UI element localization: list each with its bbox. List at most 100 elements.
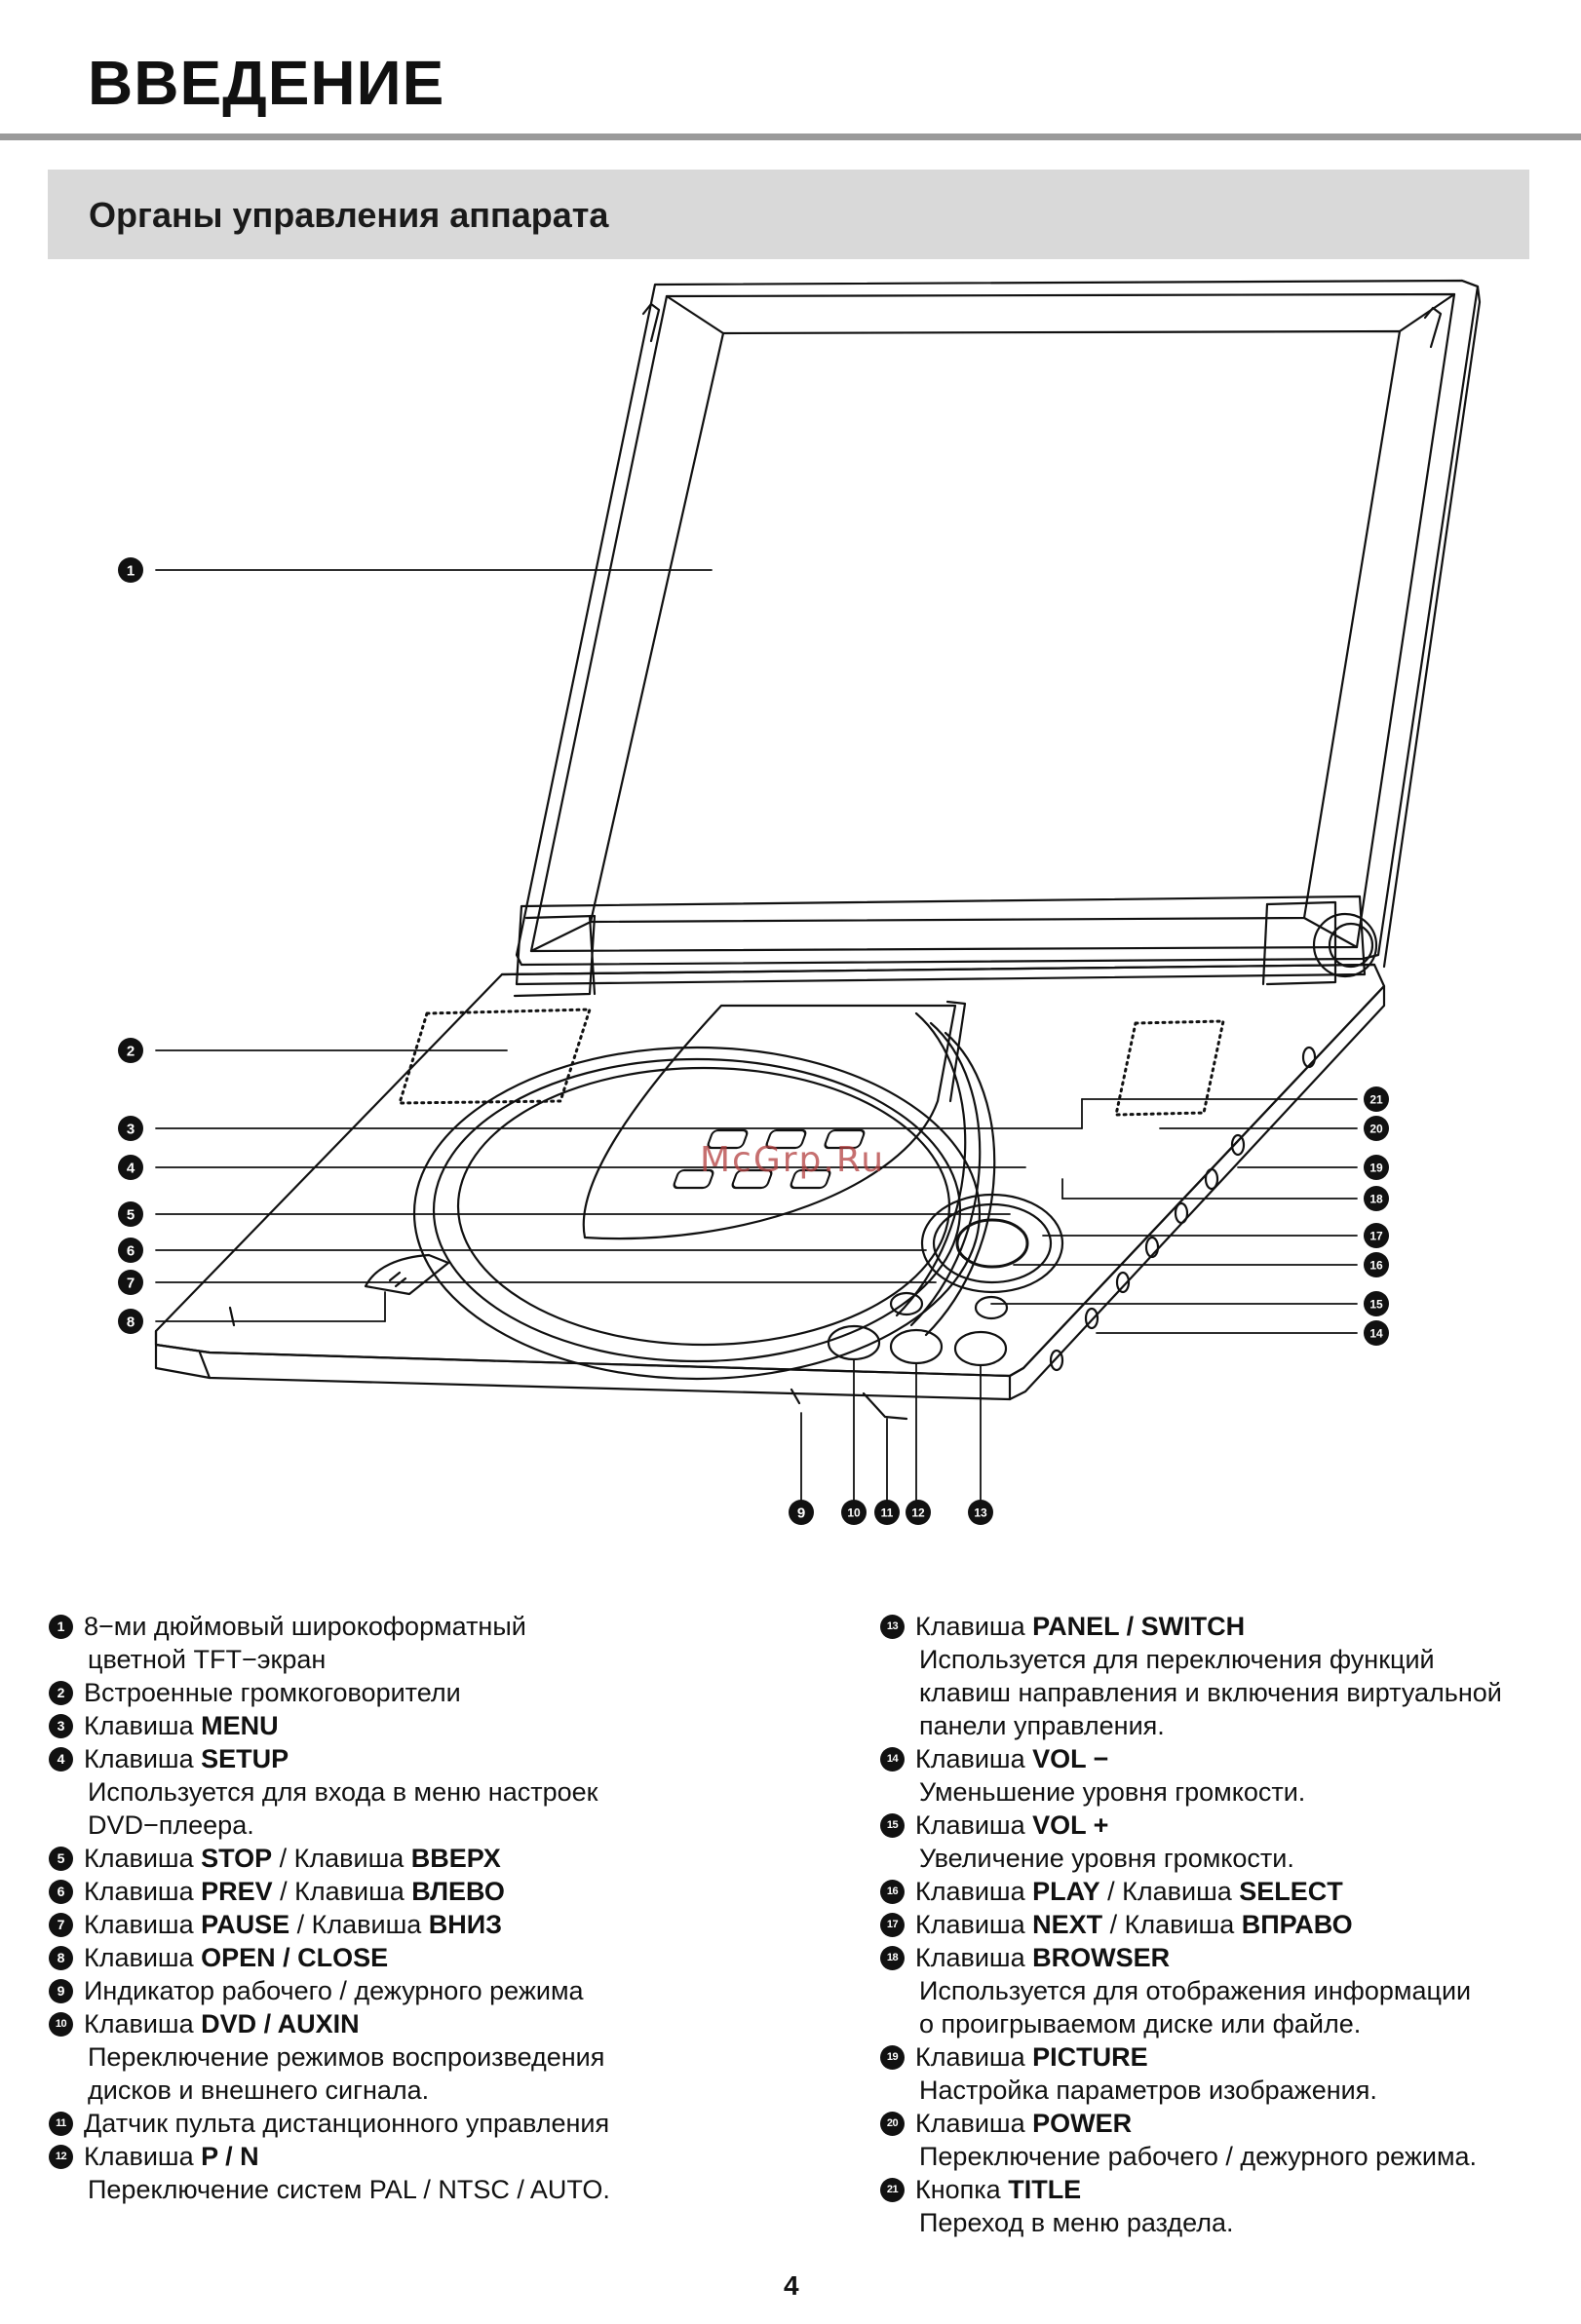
legend-item: 15 Клавиша VOL + Увеличение уровня громкос…: [880, 1809, 1562, 1875]
callout-12: 12: [906, 1500, 931, 1525]
legend-label: Датчик пульта дистанционного управления: [84, 2109, 609, 2138]
callout-14: 14: [1364, 1320, 1389, 1346]
legend-text: Клавиша: [84, 1711, 202, 1740]
svg-text:10: 10: [847, 1506, 861, 1520]
callout-badges: 1 2 3 4 5 6 7 8 9 10 11 12 13 14 15 16 1…: [118, 557, 1389, 1525]
legend-text: Клавиша: [84, 1844, 202, 1873]
legend-label: Клавиша OPEN / CLOSE: [84, 1943, 388, 1972]
svg-text:1: 1: [127, 563, 135, 580]
legend-label: Встроенные громкоговорители: [84, 1678, 461, 1707]
callout-19: 19: [1364, 1155, 1389, 1180]
legend-number: 7: [49, 1913, 73, 1937]
svg-text:7: 7: [127, 1276, 135, 1292]
callout-4: 4: [118, 1155, 143, 1180]
legend-number: 11: [49, 2112, 73, 2136]
callout-7: 7: [118, 1270, 143, 1295]
callout-21: 21: [1364, 1086, 1389, 1112]
legend-key: SETUP: [201, 1744, 289, 1773]
legend-text: Клавиша: [915, 1910, 1033, 1939]
legend-number: 17: [880, 1913, 905, 1937]
legend-description: клавиш направления и включения виртуальн…: [919, 1678, 1502, 1707]
svg-text:9: 9: [797, 1505, 805, 1522]
legend-text: / Клавиша: [272, 1844, 411, 1873]
legend-description: цветной TFT−экран: [88, 1645, 327, 1674]
legend-description: Уменьшение уровня громкости.: [919, 1777, 1306, 1807]
legend-key: STOP: [201, 1844, 273, 1873]
legend-description: Используется для переключения функций: [919, 1645, 1435, 1674]
legend-number: 15: [880, 1813, 905, 1838]
legend-item: 11 Датчик пульта дистанционного управлени…: [49, 2107, 848, 2140]
legend-label: Клавиша POWER: [915, 2109, 1132, 2138]
legend-key: ВЛЕВО: [411, 1877, 505, 1906]
legend-number: 14: [880, 1747, 905, 1772]
legend-description: о проигрываемом диске или файле.: [919, 2009, 1362, 2038]
legend-text: Клавиша: [84, 2009, 202, 2038]
legend-key: PANEL / SWITCH: [1032, 1612, 1246, 1641]
legend-text: / Клавиша: [1102, 1910, 1242, 1939]
legend-key: MENU: [201, 1711, 279, 1740]
legend-key: POWER: [1032, 2109, 1133, 2138]
screen-lid: [515, 279, 1482, 969]
legend-label: Индикатор рабочего / дежурного режима: [84, 1976, 584, 2005]
section-band: Органы управления аппарата: [48, 170, 1529, 259]
legend-number: 5: [49, 1847, 73, 1871]
legend-text: Клавиша: [915, 2109, 1033, 2138]
callout-17: 17: [1364, 1223, 1389, 1248]
callout-5: 5: [118, 1201, 143, 1227]
legend-description: Используется для входа в меню настроек: [88, 1777, 598, 1807]
callout-15: 15: [1364, 1291, 1389, 1316]
legend-key: NEXT: [1032, 1910, 1103, 1939]
legend-label: Клавиша SETUP: [84, 1744, 289, 1773]
legend-description: дисков и внешнего сигнала.: [88, 2076, 430, 2105]
title-rule: [0, 133, 1581, 140]
legend-text: Встроенные громкоговорители: [84, 1678, 461, 1707]
legend-number: 12: [49, 2145, 73, 2169]
legend-number: 13: [880, 1615, 905, 1639]
legend-key: TITLE: [1008, 2175, 1082, 2204]
legend-key: DVD / AUXIN: [201, 2009, 360, 2038]
legend-key: PREV: [201, 1877, 273, 1906]
legend-label: Клавиша BROWSER: [915, 1943, 1170, 1972]
legend-text: Клавиша: [84, 1744, 202, 1773]
legend-number: 10: [49, 2012, 73, 2037]
legend-label: Клавиша VOL −: [915, 1744, 1108, 1773]
legend-key: OPEN / CLOSE: [201, 1943, 389, 1972]
legend-label: Клавиша PREV / Клавиша ВЛЕВО: [84, 1877, 505, 1906]
legend-number: 2: [49, 1681, 73, 1705]
legend-text: Индикатор рабочего / дежурного режима: [84, 1976, 584, 2005]
legend-number: 16: [880, 1880, 905, 1904]
legend-number: 3: [49, 1714, 73, 1738]
legend-label: Клавиша VOL +: [915, 1810, 1108, 1840]
svg-text:18: 18: [1369, 1193, 1383, 1206]
legend-item: 14 Клавиша VOL − Уменьшение уровня громкос…: [880, 1742, 1562, 1809]
legend-key: VOL −: [1032, 1744, 1109, 1773]
callout-20: 20: [1364, 1116, 1389, 1141]
svg-text:11: 11: [881, 1506, 894, 1520]
legend-label: Клавиша PICTURE: [915, 2042, 1148, 2072]
callout-2: 2: [118, 1038, 143, 1063]
legend-key: PLAY: [1032, 1877, 1100, 1906]
legend-number: 4: [49, 1747, 73, 1772]
legend-text: Кнопка: [915, 2175, 1009, 2204]
legend-description: Настройка параметров изображения.: [919, 2076, 1377, 2105]
page-title: ВВЕДЕНИЕ: [88, 48, 445, 118]
legend-key: BROWSER: [1032, 1943, 1171, 1972]
svg-text:20: 20: [1369, 1123, 1383, 1136]
svg-text:2: 2: [127, 1044, 135, 1060]
legend-description: Увеличение уровня громкости.: [919, 1844, 1294, 1873]
legend-item: 4 Клавиша SETUP Используется для входа в м…: [49, 1742, 848, 1842]
svg-text:4: 4: [127, 1161, 135, 1177]
svg-text:15: 15: [1369, 1298, 1383, 1312]
legend-description: Используется для отображения информации: [919, 1976, 1472, 2005]
callout-16: 16: [1364, 1252, 1389, 1277]
